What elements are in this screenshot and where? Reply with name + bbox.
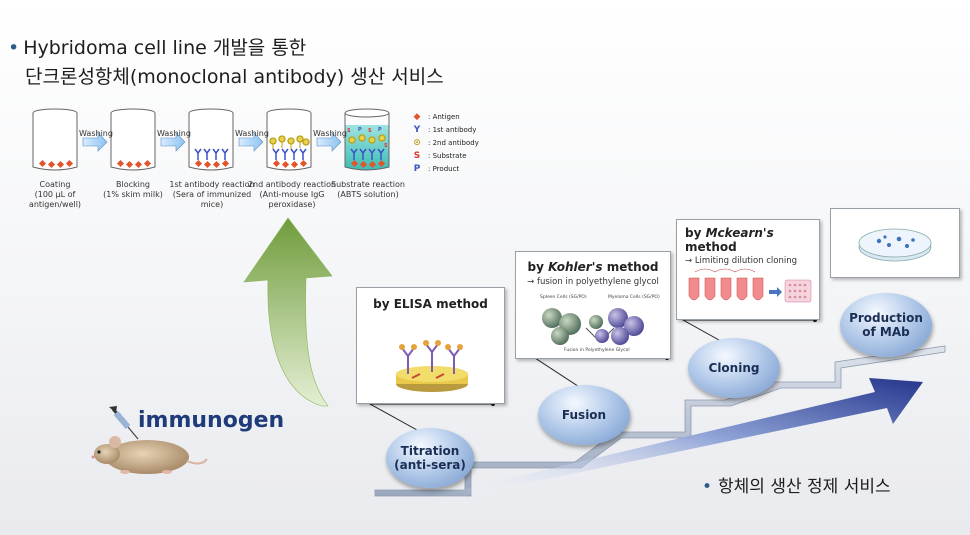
elisa-legend: ◆ : Antigen Y : 1st antibody ⊙ : 2nd antibo…: [412, 110, 479, 175]
first-antibody-icon: Y: [413, 124, 421, 135]
mckearn-method-box: by Mckearn's method → Limiting dilution …: [676, 219, 820, 320]
green-curved-arrow: [243, 217, 333, 407]
title-bullet: •: [8, 37, 20, 59]
legend-substrate: S : Substrate: [412, 149, 479, 162]
title-name: Kohler's: [548, 260, 603, 274]
elisa-method-box: by ELISA method: [356, 287, 505, 404]
limiting-dilution-illustration: [688, 268, 812, 303]
stage-cloning: Cloning: [688, 338, 780, 398]
step-sub: (Sera of immunized mice): [172, 190, 252, 209]
step-second-antibody: 2nd antibody reaction (Anti-mouse IgG pe…: [244, 180, 340, 210]
legend-text: : Antigen: [428, 112, 460, 121]
well-second-antibody: [266, 108, 312, 171]
legend-text: : Product: [428, 164, 460, 173]
elisa-method-title: by ELISA method: [373, 297, 488, 311]
stage-label-line1: Fusion: [561, 408, 607, 422]
mouse-icon: [91, 436, 208, 474]
antigen-icon: ◆: [413, 111, 421, 122]
mckearn-method-sub: → Limiting dilution cloning: [685, 256, 797, 266]
svg-text:S: S: [347, 128, 351, 134]
title-suffix: method: [602, 260, 659, 274]
stage-label-line2: (anti-sera): [394, 458, 466, 472]
legend-text: : Substrate: [428, 151, 467, 160]
legend-antigen: ◆ : Antigen: [412, 110, 479, 123]
stage-label-line1: Cloning: [708, 361, 760, 375]
well-coating: [32, 108, 78, 171]
step-label: Blocking: [115, 180, 150, 189]
stage-label-line1: Titration: [400, 444, 460, 458]
step-blocking: Blocking (1% skim milk): [88, 180, 178, 200]
second-antibody-icon: ⊙: [413, 137, 421, 148]
washing-label-3: Washing: [235, 129, 269, 138]
well-first-antibody: [188, 108, 234, 171]
washing-arrow-2: [160, 132, 186, 152]
kohler-method-box: by Kohler's method → fusion in polyethyl…: [515, 251, 671, 359]
immunogen-label: immunogen: [138, 408, 285, 433]
myeloma-cells-label: Myeloma Cells (SG/PO): [608, 295, 660, 300]
title-name: Mckearn's: [705, 226, 774, 240]
svg-text:P: P: [358, 127, 362, 133]
legend-first-antibody: Y : 1st antibody: [412, 123, 479, 136]
washing-arrow-1: [82, 132, 108, 152]
step-label: Substrate reaction: [331, 180, 405, 189]
washing-label-4: Washing: [313, 129, 347, 138]
legend-second-antibody: ⊙ : 2nd antibody: [412, 136, 479, 149]
svg-text:S: S: [368, 128, 372, 134]
washing-arrow-4: [316, 132, 342, 152]
stage-titration: Titration(anti-sera): [386, 428, 474, 488]
elisa-plate-illustration: [396, 340, 468, 392]
substrate-icon: S: [413, 150, 421, 161]
syringe-icon: [109, 406, 139, 440]
step-substrate: Substrate reaction (ABTS solution): [324, 180, 412, 200]
production-image-box: [830, 208, 960, 278]
title-line-1: Hybridoma cell line 개발을 통한: [23, 37, 307, 59]
step-label: 2nd antibody reaction: [247, 180, 337, 189]
washing-arrow-3: [238, 132, 264, 152]
kohler-method-sub: → fusion in polyethylene glycol: [527, 277, 659, 287]
step-coating: Coating (100 μL of antigen/well): [10, 180, 100, 210]
antibody-service-text: •항체의 생산 정제 서비스: [702, 472, 891, 497]
stage-label-line2: of MAb: [862, 325, 910, 339]
washing-label-2: Washing: [157, 129, 191, 138]
legend-text: : 1st antibody: [428, 125, 477, 134]
title-prefix: by: [685, 226, 706, 240]
well-blocking: [110, 108, 156, 171]
step-sub: (1% skim milk): [103, 190, 163, 199]
stage-label-line1: Production: [849, 311, 923, 325]
cell-fusion-illustration: [542, 308, 644, 345]
step-label: 1st antibody reaction: [169, 180, 255, 189]
spleen-cells-label: Spleen Cells (SG/PO): [540, 295, 587, 300]
step-sub: (100 μL of antigen/well): [28, 190, 82, 209]
stage-fusion: Fusion: [538, 385, 630, 445]
petri-dish-illustration: [858, 228, 932, 262]
title-line-2: 단크론성항체(monoclonal antibody) 생산 서비스: [25, 66, 444, 88]
fusion-caption: Fusion in Polyethylene Glycol: [564, 348, 630, 353]
service-bullet: •: [702, 477, 713, 497]
mckearn-method-title: by Mckearn's method: [685, 226, 819, 254]
step-label: Coating: [39, 180, 71, 189]
legend-product: P : Product: [412, 162, 479, 175]
page-title: •Hybridoma cell line 개발을 통한 단크론성항체(monoc…: [8, 34, 444, 92]
mouse-illustration: [91, 406, 208, 474]
title-prefix: by: [527, 260, 549, 274]
svg-text:S: S: [384, 143, 388, 149]
blue-rising-arrow: [435, 378, 923, 500]
product-icon: P: [413, 163, 421, 174]
service-label: 항체의 생산 정제 서비스: [718, 477, 891, 497]
title-suffix: method: [685, 240, 737, 254]
washing-label-1: Washing: [79, 129, 113, 138]
step-sub: (Anti-mouse IgG peroxidase): [259, 190, 325, 209]
step-sub: (ABTS solution): [337, 190, 399, 199]
legend-text: : 2nd antibody: [428, 138, 479, 147]
svg-text:P: P: [378, 127, 382, 133]
kohler-method-title: by Kohler's method: [516, 260, 670, 274]
step-first-antibody: 1st antibody reaction (Sera of immunized…: [166, 180, 258, 210]
